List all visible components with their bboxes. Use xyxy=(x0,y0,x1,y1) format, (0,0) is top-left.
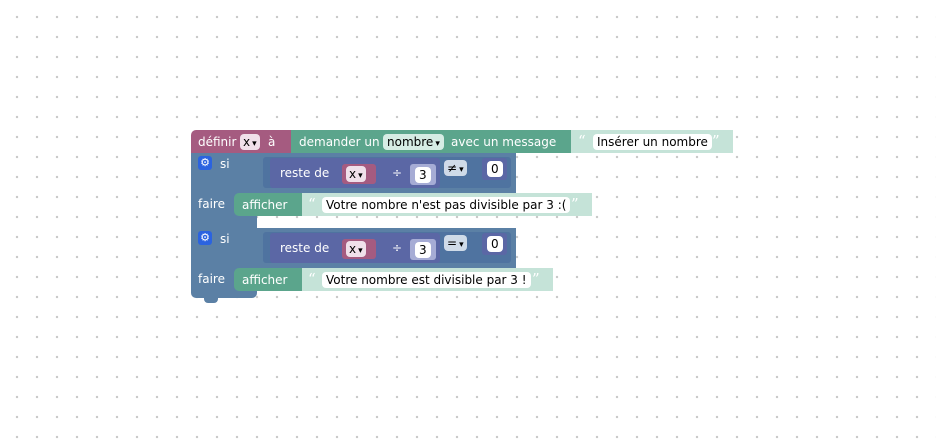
if-label-2: si xyxy=(220,232,230,246)
compare-value-field[interactable]: 0 xyxy=(487,161,503,177)
chevron-down-icon: ▾ xyxy=(358,246,363,256)
if-label-1: si xyxy=(220,157,230,171)
print-label: afficher xyxy=(242,198,288,212)
comparison-dropdown[interactable]: ≠▾ xyxy=(444,160,467,176)
prompt-label: demander un xyxy=(299,135,380,149)
set-variable-block[interactable]: définir x▾ à xyxy=(191,130,291,153)
prompt-type-dropdown[interactable]: nombre▾ xyxy=(383,134,444,150)
number-block-compare[interactable]: 0 xyxy=(482,233,507,255)
prompt-text-block[interactable]: “ Insérer un nombre ” xyxy=(571,130,733,153)
do-label-2: faire xyxy=(198,272,225,286)
prompt-number-block[interactable]: demander un nombre▾ avec un message xyxy=(291,130,571,153)
do-label-1: faire xyxy=(198,197,225,211)
prompt-text-field[interactable]: Insérer un nombre xyxy=(593,134,712,150)
chevron-down-icon: ▾ xyxy=(252,139,257,149)
if-block-bottom-notch xyxy=(204,297,218,303)
set-label: définir xyxy=(198,135,237,149)
number-block-divisor[interactable]: 3 xyxy=(410,164,436,185)
divisor-field[interactable]: 3 xyxy=(415,167,431,183)
chevron-down-icon: ▾ xyxy=(459,165,464,175)
gear-icon[interactable]: ⚙ xyxy=(198,231,212,245)
quote-close-icon: ” xyxy=(571,195,579,213)
divide-operator: ÷ xyxy=(392,241,403,255)
chevron-down-icon: ▾ xyxy=(358,171,363,181)
quote-open-icon: “ xyxy=(308,195,316,213)
variable-block-x[interactable]: x▾ xyxy=(342,239,376,259)
print-block-1[interactable]: afficher xyxy=(234,193,302,216)
to-label: à xyxy=(268,135,276,149)
quote-open-icon: “ xyxy=(308,270,316,288)
variable-dropdown[interactable]: x▾ xyxy=(346,166,366,182)
print-block-2[interactable]: afficher xyxy=(234,268,302,291)
print-text-block-1[interactable]: “ Votre nombre n'est pas divisible par 3… xyxy=(302,193,592,216)
gear-icon[interactable]: ⚙ xyxy=(198,156,212,170)
compare-block-2[interactable]: reste de x▾ ÷ 3 =▾ 0 xyxy=(263,232,511,263)
remainder-label: reste de xyxy=(280,241,330,255)
variable-block-x[interactable]: x▾ xyxy=(342,164,376,184)
number-block-divisor[interactable]: 3 xyxy=(410,239,436,260)
comparison-dropdown[interactable]: =▾ xyxy=(444,235,467,251)
remainder-label: reste de xyxy=(280,166,330,180)
remainder-block-2[interactable]: reste de x▾ ÷ 3 xyxy=(270,233,440,263)
print-text-field[interactable]: Votre nombre n'est pas divisible par 3 :… xyxy=(322,197,571,213)
quote-close-icon: ” xyxy=(532,270,540,288)
chevron-down-icon: ▾ xyxy=(459,240,464,250)
quote-close-icon: ” xyxy=(712,132,720,150)
compare-value-field[interactable]: 0 xyxy=(487,236,503,252)
print-text-field[interactable]: Votre nombre est divisible par 3 ! xyxy=(322,272,531,288)
number-block-compare[interactable]: 0 xyxy=(482,158,507,180)
variable-dropdown[interactable]: x▾ xyxy=(240,134,260,150)
print-text-block-2[interactable]: “ Votre nombre est divisible par 3 ! ” xyxy=(302,268,553,291)
divisor-field[interactable]: 3 xyxy=(415,242,431,258)
prompt-with-label: avec un message xyxy=(451,135,557,149)
variable-dropdown[interactable]: x▾ xyxy=(346,241,366,257)
chevron-down-icon: ▾ xyxy=(435,139,440,149)
print-label: afficher xyxy=(242,273,288,287)
quote-open-icon: “ xyxy=(578,132,586,150)
compare-block-1[interactable]: reste de x▾ ÷ 3 ≠▾ 0 xyxy=(263,157,511,188)
remainder-block-1[interactable]: reste de x▾ ÷ 3 xyxy=(270,158,440,188)
divide-operator: ÷ xyxy=(392,166,403,180)
